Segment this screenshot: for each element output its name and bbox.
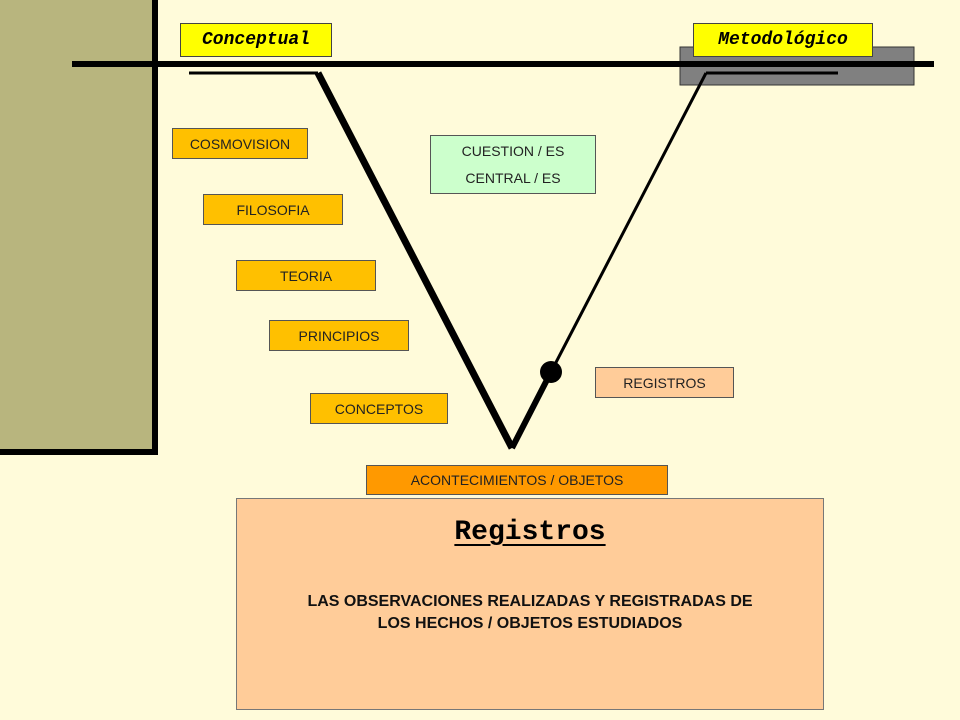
conceptos-box: CONCEPTOS <box>310 393 448 424</box>
panel-description-line2: LOS HECHOS / OBJETOS ESTUDIADOS <box>377 615 683 632</box>
cosmovision-box: COSMOVISION <box>172 128 308 159</box>
central-question-line1: CUESTION / ES <box>461 142 565 159</box>
v-right-arm-lower <box>509 370 554 450</box>
sidebar-border <box>152 0 158 455</box>
sidebar-bottom-border <box>0 449 158 455</box>
principios-box: PRINCIPIOS <box>269 320 409 351</box>
teoria-box: TEORIA <box>236 260 376 291</box>
registros-box: REGISTROS <box>595 367 734 398</box>
filosofia-box: FILOSOFIA <box>203 194 343 225</box>
methodological-tag: Metodológico <box>693 23 873 57</box>
registros-marker-dot <box>540 361 562 383</box>
central-question-box: CUESTION / ES CENTRAL / ES <box>430 135 596 194</box>
panel-description-line1: LAS OBSERVACIONES REALIZADAS Y REGISTRAD… <box>307 593 753 610</box>
info-panel: Registros LAS OBSERVACIONES REALIZADAS Y… <box>236 498 824 710</box>
events-objects-box: ACONTECIMIENTOS / OBJETOS <box>366 465 668 495</box>
v-left-arm <box>314 71 516 450</box>
v-right-arm-upper <box>549 72 708 373</box>
central-question-line2: CENTRAL / ES <box>465 169 561 186</box>
conceptual-tag: Conceptual <box>180 23 332 57</box>
panel-description: LAS OBSERVACIONES REALIZADAS Y REGISTRAD… <box>257 591 803 635</box>
panel-title: Registros <box>454 517 606 548</box>
sidebar-panel <box>0 0 155 452</box>
